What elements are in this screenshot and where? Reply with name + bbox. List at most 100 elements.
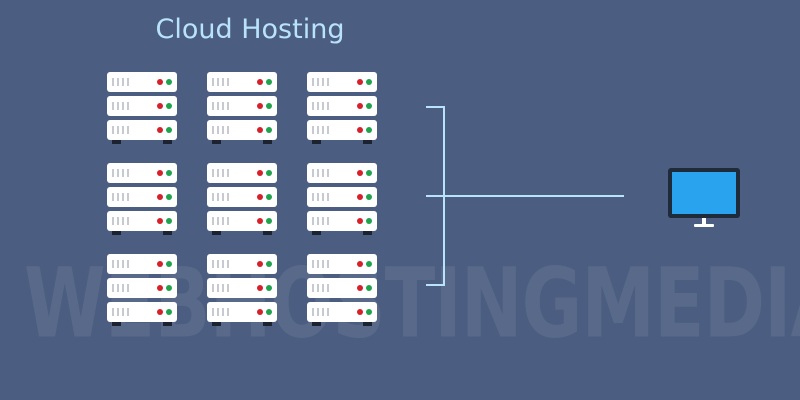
server-unit — [107, 302, 177, 322]
status-led-red — [357, 218, 363, 224]
server-rack-icon — [307, 72, 377, 144]
status-led-green — [266, 218, 272, 224]
server-unit — [307, 96, 377, 116]
status-led-green — [266, 309, 272, 315]
server-unit — [207, 72, 277, 92]
status-led-red — [157, 261, 163, 267]
vent-icon — [212, 260, 230, 268]
server-unit — [107, 254, 177, 274]
vent-icon — [112, 193, 130, 201]
vent-icon — [212, 284, 230, 292]
status-led-green — [366, 79, 372, 85]
status-led-red — [257, 309, 263, 315]
status-led-green — [266, 127, 272, 133]
status-led-red — [157, 194, 163, 200]
status-led-green — [166, 127, 172, 133]
server-unit — [307, 254, 377, 274]
status-led-green — [166, 261, 172, 267]
server-rack-icon — [107, 72, 177, 144]
status-led-green — [366, 218, 372, 224]
rack-foot — [263, 231, 272, 235]
server-unit — [207, 302, 277, 322]
monitor-icon — [668, 168, 740, 228]
status-led-green — [366, 127, 372, 133]
rack-foot — [112, 140, 121, 144]
status-led-red — [157, 285, 163, 291]
rack-foot — [112, 231, 121, 235]
status-led-red — [357, 127, 363, 133]
rack-foot — [312, 231, 321, 235]
rack-foot — [312, 140, 321, 144]
status-led-green — [266, 170, 272, 176]
vent-icon — [112, 126, 130, 134]
status-led-red — [257, 285, 263, 291]
server-unit — [207, 211, 277, 231]
status-led-red — [357, 261, 363, 267]
status-led-green — [366, 194, 372, 200]
status-led-green — [166, 79, 172, 85]
server-unit — [107, 163, 177, 183]
rack-foot — [363, 140, 372, 144]
status-led-red — [257, 79, 263, 85]
status-led-green — [266, 194, 272, 200]
server-unit — [307, 211, 377, 231]
server-unit — [307, 163, 377, 183]
vent-icon — [312, 102, 330, 110]
vent-icon — [212, 217, 230, 225]
server-unit — [107, 96, 177, 116]
status-led-green — [166, 218, 172, 224]
rack-foot — [312, 322, 321, 326]
status-led-green — [166, 103, 172, 109]
vent-icon — [312, 284, 330, 292]
status-led-red — [357, 285, 363, 291]
server-unit — [207, 254, 277, 274]
monitor-base — [694, 224, 714, 227]
status-led-red — [357, 194, 363, 200]
monitor-screen — [672, 172, 736, 214]
vent-icon — [112, 169, 130, 177]
server-unit — [307, 302, 377, 322]
status-led-green — [266, 103, 272, 109]
rack-foot — [212, 322, 221, 326]
rack-foot — [163, 231, 172, 235]
status-led-green — [366, 170, 372, 176]
status-led-red — [357, 170, 363, 176]
vent-icon — [112, 102, 130, 110]
vent-icon — [312, 78, 330, 86]
rack-foot — [212, 140, 221, 144]
status-led-green — [266, 261, 272, 267]
vent-icon — [312, 217, 330, 225]
server-unit — [107, 278, 177, 298]
server-unit — [107, 211, 177, 231]
status-led-green — [166, 194, 172, 200]
vent-icon — [212, 78, 230, 86]
server-unit — [107, 187, 177, 207]
diagram-title: Cloud Hosting — [155, 14, 345, 45]
status-led-red — [257, 218, 263, 224]
status-led-red — [157, 127, 163, 133]
server-unit — [207, 278, 277, 298]
status-led-green — [166, 285, 172, 291]
status-led-green — [166, 309, 172, 315]
vent-icon — [212, 193, 230, 201]
server-rack-icon — [107, 254, 177, 326]
status-led-red — [157, 103, 163, 109]
server-rack-icon — [207, 254, 277, 326]
status-led-red — [157, 79, 163, 85]
server-unit — [307, 120, 377, 140]
rack-foot — [212, 231, 221, 235]
server-unit — [207, 163, 277, 183]
status-led-red — [157, 218, 163, 224]
status-led-green — [266, 285, 272, 291]
vent-icon — [112, 260, 130, 268]
rack-foot — [263, 140, 272, 144]
server-unit — [207, 120, 277, 140]
vent-icon — [312, 260, 330, 268]
status-led-red — [157, 309, 163, 315]
status-led-green — [366, 309, 372, 315]
rack-foot — [263, 322, 272, 326]
rack-foot — [163, 140, 172, 144]
server-rack-icon — [307, 254, 377, 326]
